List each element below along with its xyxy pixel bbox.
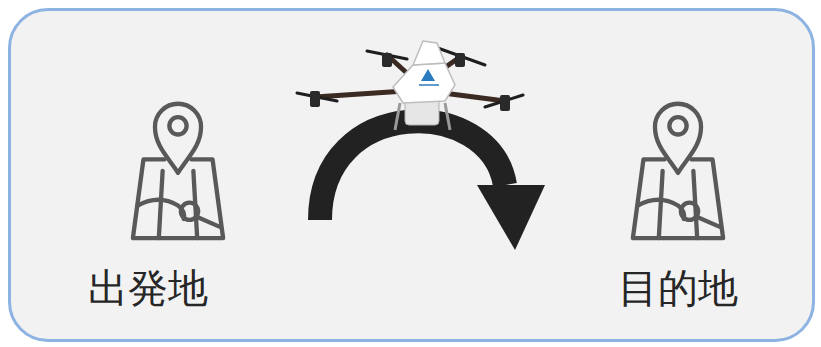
map-pin-icon [630, 95, 726, 245]
drone-illustration [295, 35, 525, 140]
location-label: 目的地 [578, 265, 778, 311]
location-node: 目的地 [515, 90, 785, 315]
curved-arrow [320, 121, 545, 250]
location-label: 出発地 [48, 265, 248, 311]
map-pin-icon [130, 95, 226, 245]
location-node: 出発地 [40, 90, 320, 315]
